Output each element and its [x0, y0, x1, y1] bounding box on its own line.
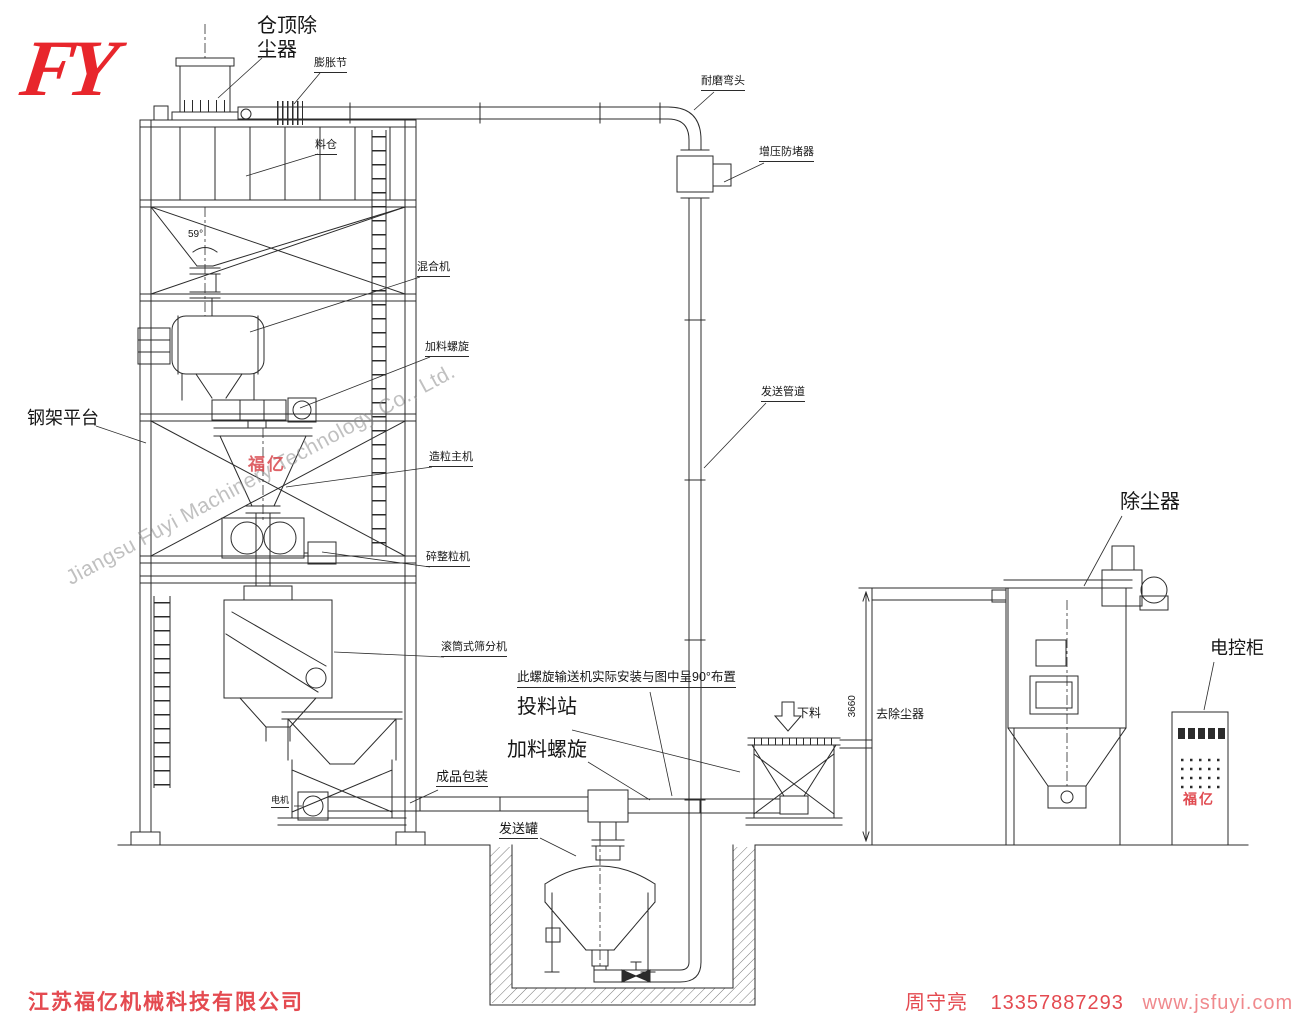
footer-contact-phone: 13357887293: [990, 992, 1124, 1014]
label-expansion-joint: 膨胀节: [314, 57, 347, 73]
label-mixer: 混合机: [417, 261, 450, 277]
label-electric-control-cabinet: 电控柜: [1210, 638, 1264, 658]
label-booster-anti-blocker: 增压防堵器: [759, 146, 814, 162]
label-to-dust-collector: 去除尘器: [876, 707, 925, 721]
label-motor: 电机: [271, 795, 290, 809]
label-material-silo: 料仓: [315, 139, 337, 155]
dimension-3660: 3660: [846, 695, 858, 718]
footer-website: www.jsfuyi.com: [1142, 992, 1294, 1014]
footer-company-name: 江苏福亿机械科技有限公司: [28, 991, 304, 1014]
label-crusher-granulator: 碎整粒机: [426, 551, 470, 567]
label-finished-product-packing: 成品包装: [436, 769, 489, 788]
label-angle-59: 59°: [188, 229, 204, 240]
label-sending-tank: 发送罐: [499, 821, 539, 840]
company-logo: FY: [15, 25, 117, 113]
brand-watermark-cabinet: 福亿: [1183, 791, 1215, 807]
footer-contact: 周守亮 13357887293 www.jsfuyi.com: [905, 986, 1293, 1015]
label-feeding-station: 投料站: [517, 696, 577, 718]
label-steel-frame-platform: 钢架平台: [27, 408, 99, 428]
brand-watermark-mid: 福亿: [248, 455, 286, 474]
label-granulator-main: 造粒主机: [429, 451, 473, 467]
label-screw-install-note: 此螺旋输送机实际安装与图中呈90°布置: [517, 670, 736, 688]
footer-contact-name: 周守亮: [905, 992, 968, 1014]
label-wear-resistant-elbow: 耐磨弯头: [701, 75, 745, 91]
label-feeding-screw-lower: 加料螺旋: [507, 739, 587, 761]
label-dust-collector: 除尘器: [1120, 491, 1180, 513]
pit-hatch: [490, 847, 755, 1003]
label-feeding-screw-upper: 加料螺旋: [425, 341, 469, 357]
label-material-discharge: 下料: [797, 706, 822, 720]
label-sending-pipeline: 发送管道: [761, 386, 805, 402]
label-silo-top-dust-collector: 仓顶除尘器: [257, 15, 317, 61]
label-drum-screener: 滚筒式筛分机: [441, 641, 507, 657]
